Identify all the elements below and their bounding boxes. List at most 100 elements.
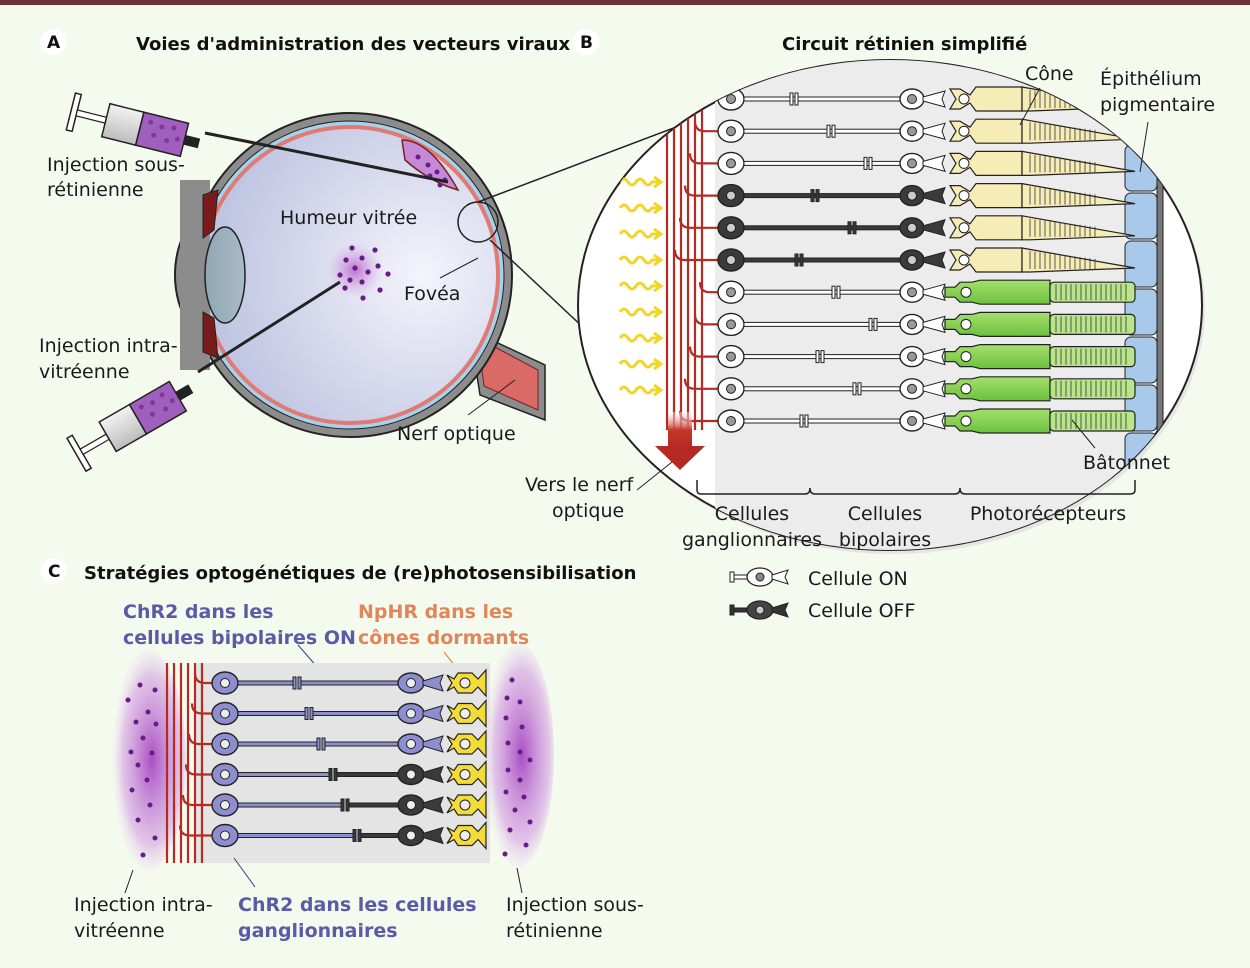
intravitreal-syringe[interactable] <box>65 280 341 473</box>
bipolar-axon <box>348 802 399 808</box>
fiber-branch <box>698 88 722 101</box>
label-epithelium-1: Épithélium <box>1100 67 1202 90</box>
bipolar-dendrite <box>922 315 946 334</box>
fovea-leader <box>439 257 479 279</box>
virus-dot <box>503 715 509 721</box>
bipolar-dendrite <box>922 380 946 398</box>
layer-brackets <box>696 480 1136 495</box>
light-wave <box>618 359 658 369</box>
virus-dot <box>517 749 523 755</box>
light-arrows <box>618 175 664 397</box>
off-pathway-row <box>673 247 1136 273</box>
panel-b-letter: B <box>580 33 593 53</box>
ganglion-dendrite <box>743 386 901 392</box>
bipolar-nucleus <box>406 830 416 841</box>
rod-inner-segment <box>944 311 1051 337</box>
label-intravitreal-injection-1: Injection intra- <box>39 335 178 357</box>
ganglion-dendrite <box>743 160 901 166</box>
ganglion-dendrite <box>743 289 901 295</box>
virus-dot <box>152 835 158 841</box>
synapse-mark <box>799 253 804 267</box>
synapse-mark <box>328 768 333 781</box>
synapse-mark <box>836 285 841 299</box>
light-wave <box>618 385 658 395</box>
cone-nucleus <box>958 190 970 202</box>
label-rod: Bâtonnet <box>1083 452 1170 474</box>
bipolar-dendrite <box>422 765 444 784</box>
virus-dot <box>527 819 533 825</box>
optic-nerve-arrow-leader <box>636 461 673 491</box>
layer-ganglion-1: Cellules <box>715 503 789 525</box>
cone-inner-segment <box>948 215 1023 241</box>
panel-c-badge <box>41 558 67 584</box>
cone-nucleus <box>958 254 970 266</box>
legend-off-cell-icon <box>729 600 789 620</box>
cone-nucleus <box>958 93 970 105</box>
synapse-mark <box>794 253 799 267</box>
label-intravitreal-injection-2: vitréenne <box>39 361 130 383</box>
bipolar-nucleus <box>907 319 917 330</box>
on-pathway-row <box>688 150 1136 176</box>
rod-nucleus <box>960 286 972 298</box>
label-chr2-bipolar-2: cellules bipolaires ON <box>123 627 356 649</box>
off-pathway-row-c <box>181 790 487 820</box>
light-arrow <box>618 201 664 215</box>
virus-dot <box>135 762 141 768</box>
synapse-mark <box>831 285 836 299</box>
synapse-mark <box>831 124 836 138</box>
cone-nucleus <box>459 708 471 719</box>
bipolar-dendrite <box>922 186 946 205</box>
ganglion-nucleus <box>726 94 736 104</box>
panel-a: A Voies d'administration des vecteurs vi… <box>39 29 701 473</box>
rod-outer-segment <box>1049 281 1136 303</box>
bipolar-dendrite <box>922 283 946 301</box>
ganglion-dendrite <box>743 193 901 199</box>
subretinal-syringe[interactable] <box>65 92 449 184</box>
cone-inner-segment <box>948 183 1023 209</box>
ganglion-nucleus <box>726 416 736 426</box>
virus-dot <box>517 699 523 705</box>
subretinal-leader-c <box>516 867 523 894</box>
light-arrowhead <box>653 175 664 189</box>
bipolar-axon <box>324 741 399 747</box>
label-cone: Cône <box>1025 63 1074 85</box>
synapse-mark <box>852 382 857 396</box>
synapse-mark <box>789 92 794 106</box>
ganglion-nucleus <box>726 383 736 394</box>
virus-dot <box>527 757 533 763</box>
panel-c-letter: C <box>48 562 60 582</box>
light-arrowhead <box>653 331 664 345</box>
bipolar-nucleus <box>406 678 416 688</box>
synapse-mark <box>810 189 815 203</box>
cone-inner-segment <box>948 118 1023 144</box>
synapse-mark <box>863 156 868 170</box>
virus-dot <box>137 682 143 688</box>
rod-outer-segment <box>1049 378 1136 400</box>
fiber-branch <box>178 825 212 837</box>
rod-nucleus <box>960 415 972 427</box>
chr2-ganglion-leader <box>233 857 256 888</box>
virus-dot <box>135 817 141 823</box>
virus-dot <box>145 709 151 715</box>
retinal-circuit <box>618 60 1164 550</box>
light-wave <box>618 333 658 343</box>
light-arrowhead <box>653 279 664 293</box>
fiber-branch <box>187 733 212 746</box>
bipolar-nucleus <box>907 287 917 298</box>
ganglion-dendrite <box>743 418 901 424</box>
epithelium-leader <box>1139 121 1149 173</box>
synapse-mark <box>873 317 878 331</box>
virus-dot <box>502 851 508 857</box>
ganglion-nucleus <box>726 351 736 362</box>
panel-b-badge <box>573 29 599 55</box>
fiber-branch <box>688 346 722 358</box>
bipolar-dendrite <box>422 796 444 814</box>
on-pathway-row-c <box>190 698 487 729</box>
synapse-mark <box>316 737 321 751</box>
light-arrow <box>618 383 664 397</box>
cone-nucleus <box>958 157 970 169</box>
off-pathway-row <box>678 215 1136 241</box>
pigment-epithelium <box>1124 144 1158 480</box>
panel-a-title: Voies d'administration des vecteurs vira… <box>136 34 570 55</box>
rod-inner-segment <box>944 408 1051 434</box>
